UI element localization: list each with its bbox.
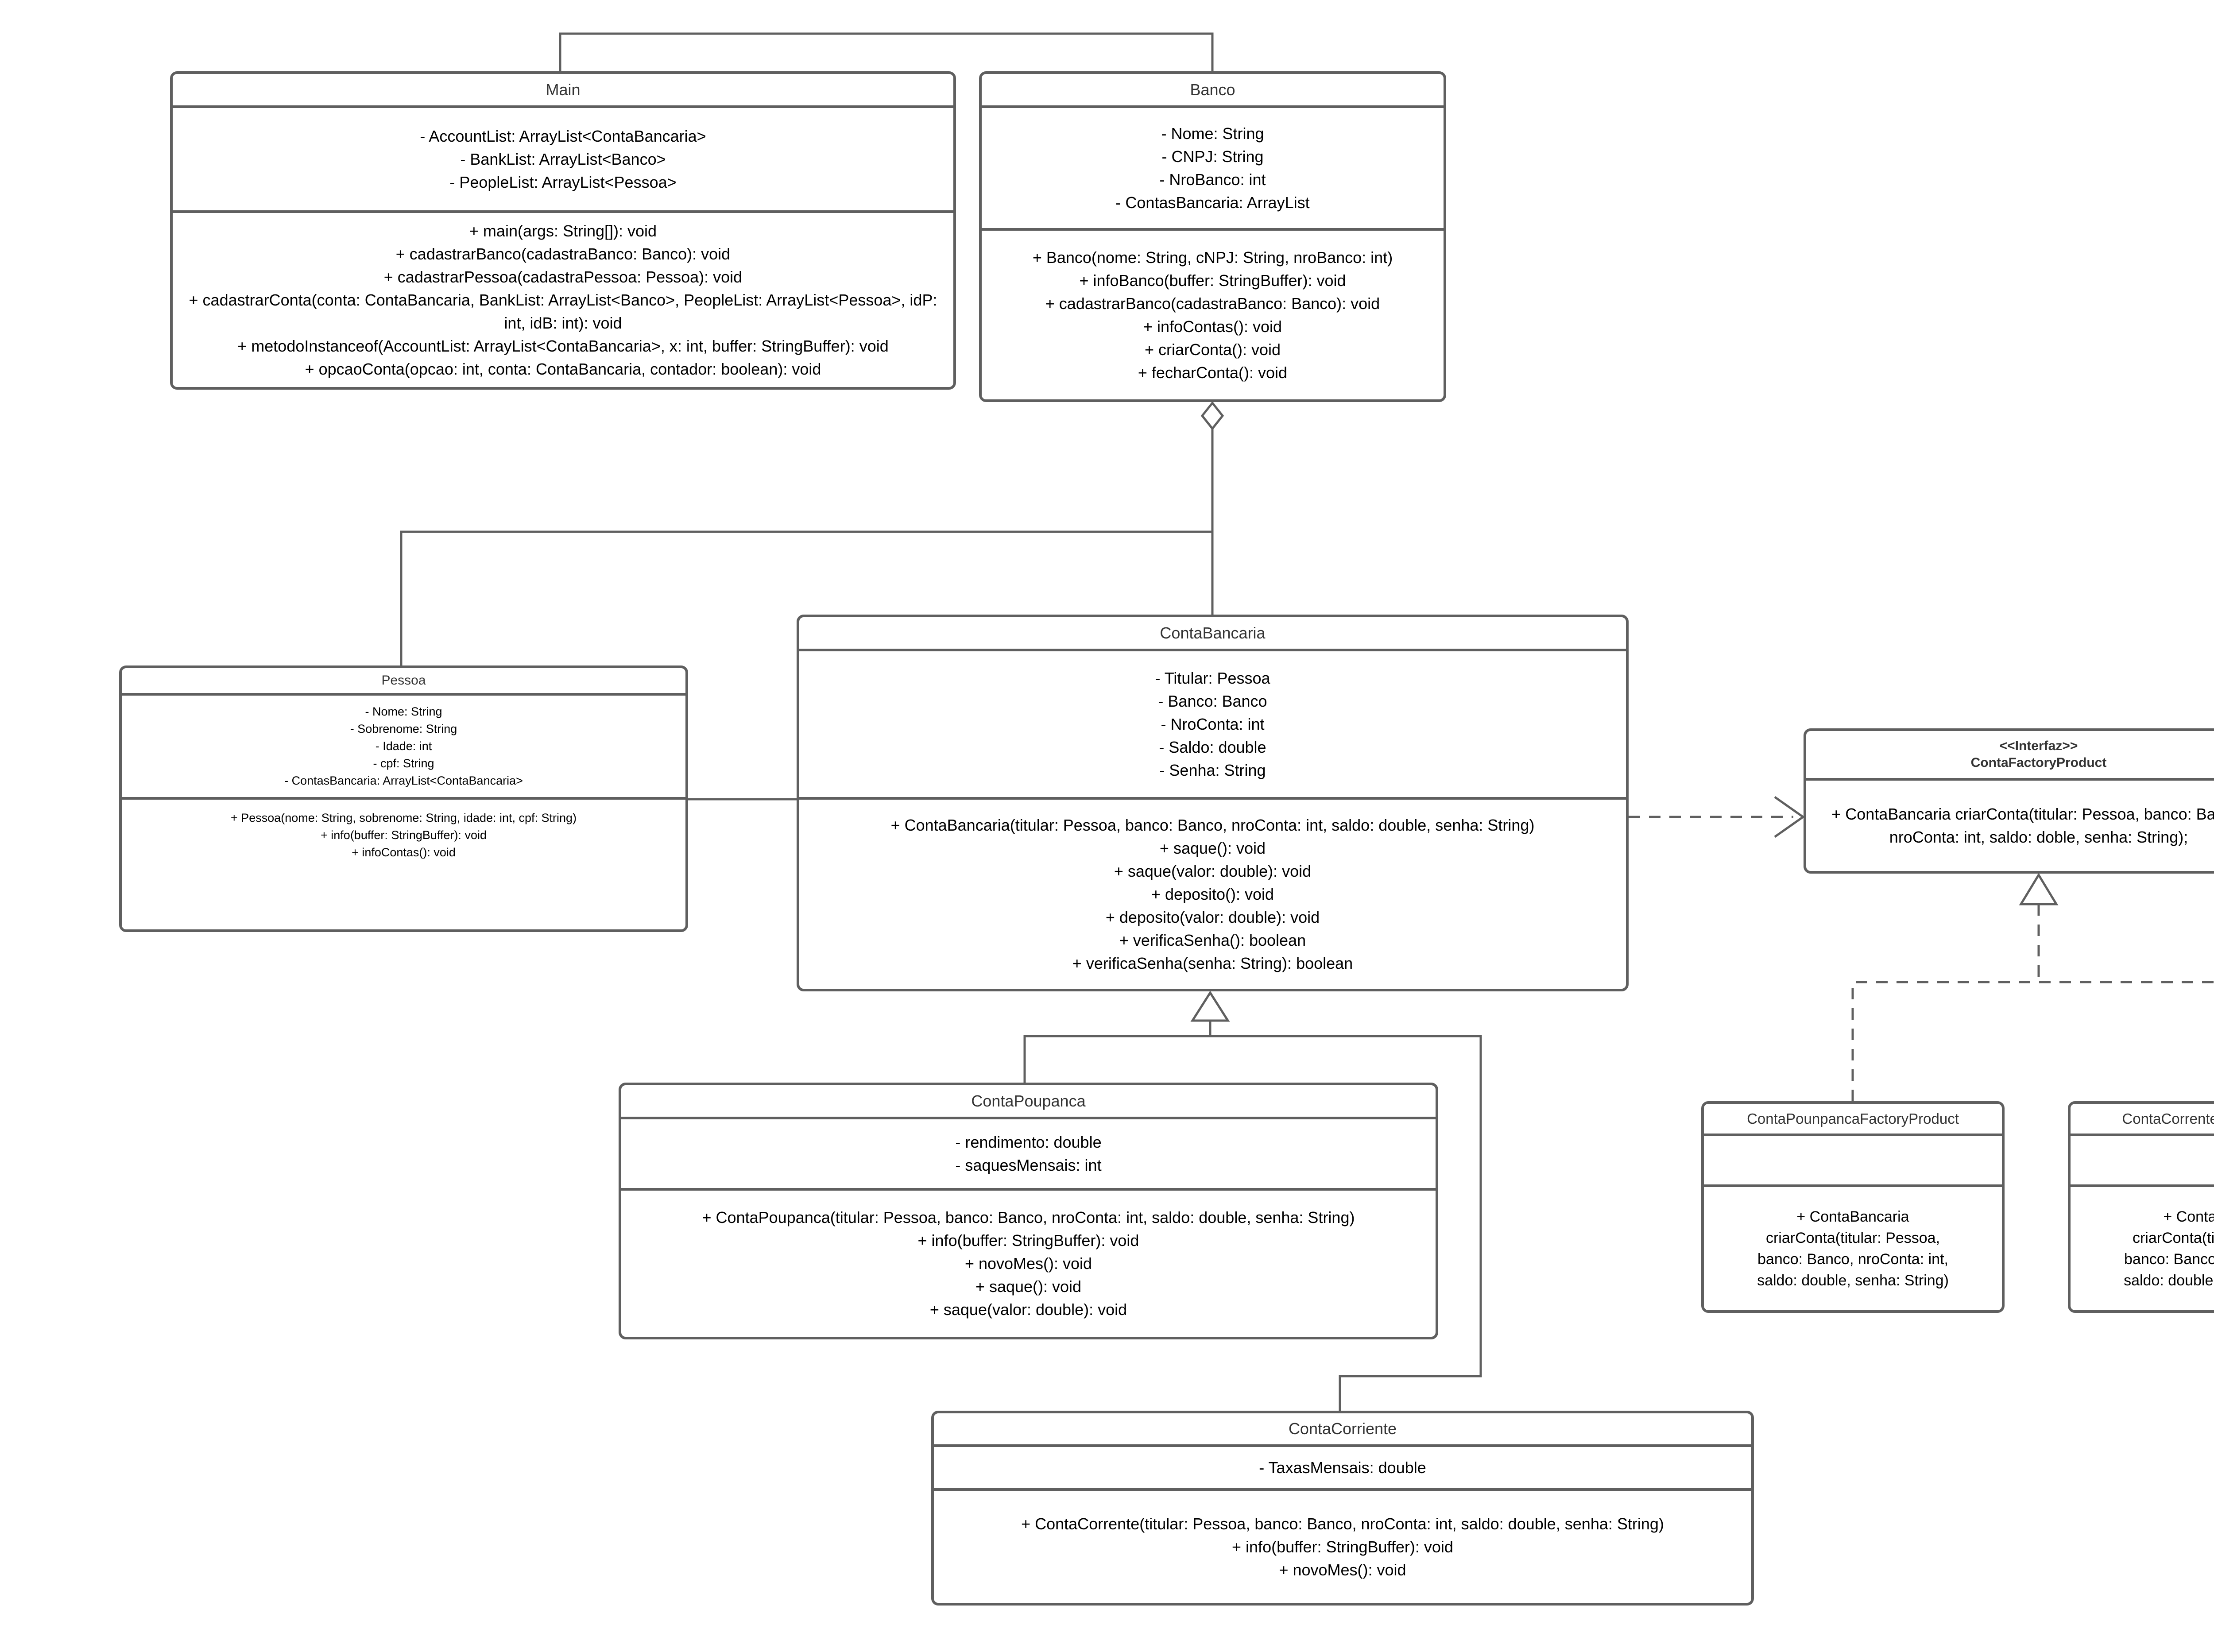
class-contapoupanca-attributes: - rendimento: double - saquesMensais: in… <box>621 1117 1436 1188</box>
interface-title: <<Interfaz>> ContaFactoryProduct <box>1970 739 2107 770</box>
attribute: - cpf: String <box>373 757 434 770</box>
class-contabancaria[interactable]: ContaBancaria - Titular: Pessoa - Banco:… <box>797 615 1629 991</box>
class-pessoa-attributes: - Nome: String - Sobrenome: String - Ida… <box>122 693 685 797</box>
class-contapoupanca[interactable]: ContaPoupanca - rendimento: double - saq… <box>619 1083 1438 1339</box>
attribute: - Saldo: double <box>1159 738 1266 756</box>
method: + infoContas(): void <box>1143 317 1282 336</box>
method: + novoMes(): void <box>964 1254 1092 1273</box>
method: + deposito(valor: double): void <box>1105 908 1320 926</box>
class-contacorriente-attributes: - TaxasMensais: double <box>934 1444 1751 1488</box>
method: + cadastrarBanco(cadastraBanco: Banco): … <box>1045 294 1380 313</box>
class-contacorrentefactoryproduct-title: ContaCorrenteFactoryProduct <box>2122 1110 2214 1127</box>
method: + ContaBancaria criarConta(titular: Pess… <box>1831 805 2214 846</box>
class-main[interactable]: Main - AccountList: ArrayList<ContaBanca… <box>170 71 956 390</box>
association-main-banco[interactable] <box>559 32 1214 71</box>
open-arrowhead-icon <box>1774 796 1805 838</box>
method: + deposito(): void <box>1151 885 1274 903</box>
method: + info(buffer: StringBuffer): void <box>1232 1537 1453 1556</box>
class-contapounpancafactoryproduct-title: ContaPounpancaFactoryProduct <box>1747 1110 1959 1127</box>
method: + saque(valor: double): void <box>1114 862 1312 880</box>
class-main-methods: + main(args: String[]): void + cadastrar… <box>173 210 953 387</box>
method: + opcaoConta(opcao: int, conta: ContaBan… <box>305 360 821 378</box>
method: + Pessoa(nome: String, sobrenome: String… <box>230 811 577 824</box>
class-contapounpancafactoryproduct[interactable]: ContaPounpancaFactoryProduct + ContaBanc… <box>1701 1101 2005 1313</box>
class-contabancaria-attributes: - Titular: Pessoa - Banco: Banco - NroCo… <box>799 649 1626 797</box>
class-contacorriente-title: ContaCorriente <box>1288 1420 1397 1438</box>
method: + fecharConta(): void <box>1138 363 1288 382</box>
attribute: - Sobrenome: String <box>350 722 457 735</box>
class-banco[interactable]: Banco - Nome: String - CNPJ: String - Nr… <box>979 71 1446 402</box>
method: + novoMes(): void <box>1279 1560 1406 1579</box>
method: + ContaPoupanca(titular: Pessoa, banco: … <box>702 1208 1355 1226</box>
class-contapounpancafactoryproduct-attributes <box>1704 1134 2002 1184</box>
method: + ContaBancaria(titular: Pessoa, banco: … <box>890 816 1535 834</box>
class-main-attributes: - AccountList: ArrayList<ContaBancaria> … <box>173 105 953 210</box>
method: + Banco(nome: String, cNPJ: String, nroB… <box>1032 248 1393 267</box>
attribute: - rendimento: double <box>955 1133 1102 1151</box>
attribute: - ContasBancaria: ArrayList<ContaBancari… <box>284 774 523 787</box>
method: + ContaBancaria criarConta(titular: Pess… <box>1757 1208 1949 1289</box>
attribute: - Idade: int <box>375 739 432 753</box>
method: + info(buffer: StringBuffer): void <box>321 828 487 842</box>
method: + cadastrarConta(conta: ContaBancaria, B… <box>189 290 937 332</box>
class-contacorrentefactoryproduct[interactable]: ContaCorrenteFactoryProduct + ContaBanca… <box>2068 1101 2214 1313</box>
method: + verificaSenha(senha: String): boolean <box>1072 954 1353 972</box>
method: + infoBanco(buffer: StringBuffer): void <box>1079 271 1346 290</box>
class-banco-methods: + Banco(nome: String, cNPJ: String, nroB… <box>982 228 1444 399</box>
method: + info(buffer: StringBuffer): void <box>917 1231 1139 1250</box>
class-main-title: Main <box>546 80 581 99</box>
association-pessoa-junction[interactable] <box>400 530 1212 665</box>
class-banco-title: Banco <box>1190 80 1235 99</box>
method: + metodoInstanceof(AccountList: ArrayLis… <box>237 337 889 355</box>
attribute: - Nome: String <box>1161 124 1264 143</box>
class-contabancaria-title: ContaBancaria <box>1160 623 1266 642</box>
class-banco-attributes: - Nome: String - CNPJ: String - NroBanco… <box>982 105 1444 228</box>
attribute: - CNPJ: String <box>1161 147 1264 166</box>
method: + main(args: String[]): void <box>469 221 657 240</box>
class-contabancaria-methods: + ContaBancaria(titular: Pessoa, banco: … <box>799 797 1626 989</box>
method: + saque(): void <box>1159 839 1266 857</box>
class-contacorriente[interactable]: ContaCorriente - TaxasMensais: double + … <box>931 1411 1754 1606</box>
class-contapounpancafactoryproduct-methods: + ContaBancaria criarConta(titular: Pess… <box>1704 1184 2002 1310</box>
class-contacorrentefactoryproduct-methods: + ContaBancaria criarConta(titular: Pess… <box>2071 1184 2214 1310</box>
class-pessoa-methods: + Pessoa(nome: String, sobrenome: String… <box>122 797 685 929</box>
method: + verificaSenha(): boolean <box>1119 931 1306 949</box>
method: + criarConta(): void <box>1144 340 1281 359</box>
method: + saque(): void <box>975 1277 1082 1296</box>
attribute: - PeopleList: ArrayList<Pessoa> <box>449 173 677 191</box>
method: + saque(valor: double): void <box>929 1300 1127 1319</box>
interface-methods: + ContaBancaria criarConta(titular: Pess… <box>1806 778 2214 871</box>
generalization-branch-contapoupanca[interactable] <box>1023 1035 1482 1411</box>
attribute: - AccountList: ArrayList<ContaBancaria> <box>420 127 706 145</box>
class-pessoa[interactable]: Pessoa - Nome: String - Sobrenome: Strin… <box>119 665 688 932</box>
attribute: - NroConta: int <box>1161 715 1265 733</box>
interface-contafactoryproduct[interactable]: <<Interfaz>> ContaFactoryProduct + Conta… <box>1804 728 2214 874</box>
attribute: - TaxasMensais: double <box>1259 1458 1426 1477</box>
method: + ContaBancaria criarConta(titular: Pess… <box>2124 1208 2214 1289</box>
attribute: - saquesMensais: int <box>955 1156 1102 1174</box>
interface-stereotype: <<Interfaz>> <box>1999 739 2078 753</box>
method: + cadastrarPessoa(cadastraPessoa: Pessoa… <box>383 267 743 286</box>
class-pessoa-title: Pessoa <box>381 673 426 688</box>
method: + cadastrarBanco(cadastraBanco: Banco): … <box>395 244 731 263</box>
attribute: - BankList: ArrayList<Banco> <box>460 150 666 168</box>
attribute: - Nome: String <box>365 705 442 718</box>
attribute: - Banco: Banco <box>1158 692 1267 710</box>
attribute: - NroBanco: int <box>1159 170 1266 189</box>
class-contacorrentefactoryproduct-attributes <box>2071 1134 2214 1184</box>
attribute: - ContasBancaria: ArrayList <box>1115 193 1310 212</box>
attribute: - Senha: String <box>1159 761 1266 779</box>
method: + infoContas(): void <box>352 846 456 859</box>
class-contacorriente-methods: + ContaCorrente(titular: Pessoa, banco: … <box>934 1488 1751 1603</box>
class-contapoupanca-title: ContaPoupanca <box>971 1091 1086 1110</box>
method: + ContaCorrente(titular: Pessoa, banco: … <box>1021 1514 1664 1533</box>
aggregation-diamond <box>1200 401 1224 431</box>
generalization-triangle <box>1190 990 1230 1022</box>
realization-branch-pounpanca-factory[interactable] <box>1851 981 2214 1101</box>
realization-triangle <box>2019 873 2059 905</box>
class-contapoupanca-methods: + ContaPoupanca(titular: Pessoa, banco: … <box>621 1188 1436 1337</box>
attribute: - Titular: Pessoa <box>1155 669 1270 687</box>
